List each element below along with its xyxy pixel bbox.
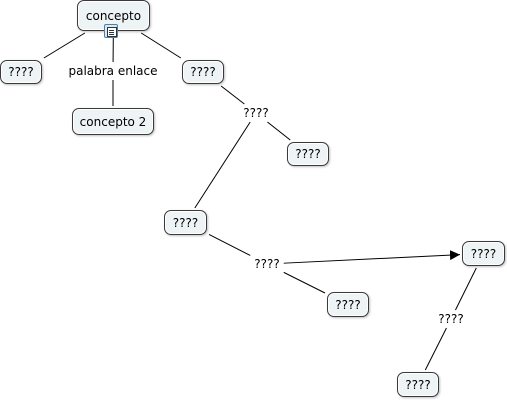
linking-phrase[interactable]: ???? — [436, 312, 466, 326]
linking-phrase[interactable]: ???? — [241, 106, 271, 120]
connector-line[interactable] — [220, 85, 245, 105]
concept-node[interactable]: ???? — [164, 210, 207, 235]
arrow-connector[interactable] — [283, 250, 461, 264]
concept-node[interactable]: ???? — [182, 60, 224, 84]
concept-node-concepto-2[interactable]: concepto 2 — [72, 108, 154, 135]
connector-line[interactable] — [455, 267, 477, 311]
concept-node[interactable]: ???? — [462, 241, 505, 266]
concept-node[interactable]: ???? — [0, 60, 42, 84]
concept-node[interactable]: ???? — [397, 372, 439, 397]
concept-node[interactable]: ???? — [287, 142, 329, 166]
document-resource-icon[interactable] — [104, 24, 118, 38]
connector-line[interactable] — [424, 327, 447, 371]
connector-line[interactable] — [267, 121, 291, 141]
connector-line[interactable] — [208, 234, 251, 256]
linking-phrase[interactable]: ???? — [252, 257, 282, 271]
concept-node[interactable]: ???? — [327, 292, 369, 317]
connector-line[interactable] — [140, 32, 182, 59]
connector-line[interactable] — [43, 32, 86, 59]
connector-line[interactable] — [194, 121, 251, 209]
linking-phrase-palabra-enlace[interactable]: palabra enlace — [66, 64, 160, 78]
connector-line[interactable] — [283, 271, 326, 294]
